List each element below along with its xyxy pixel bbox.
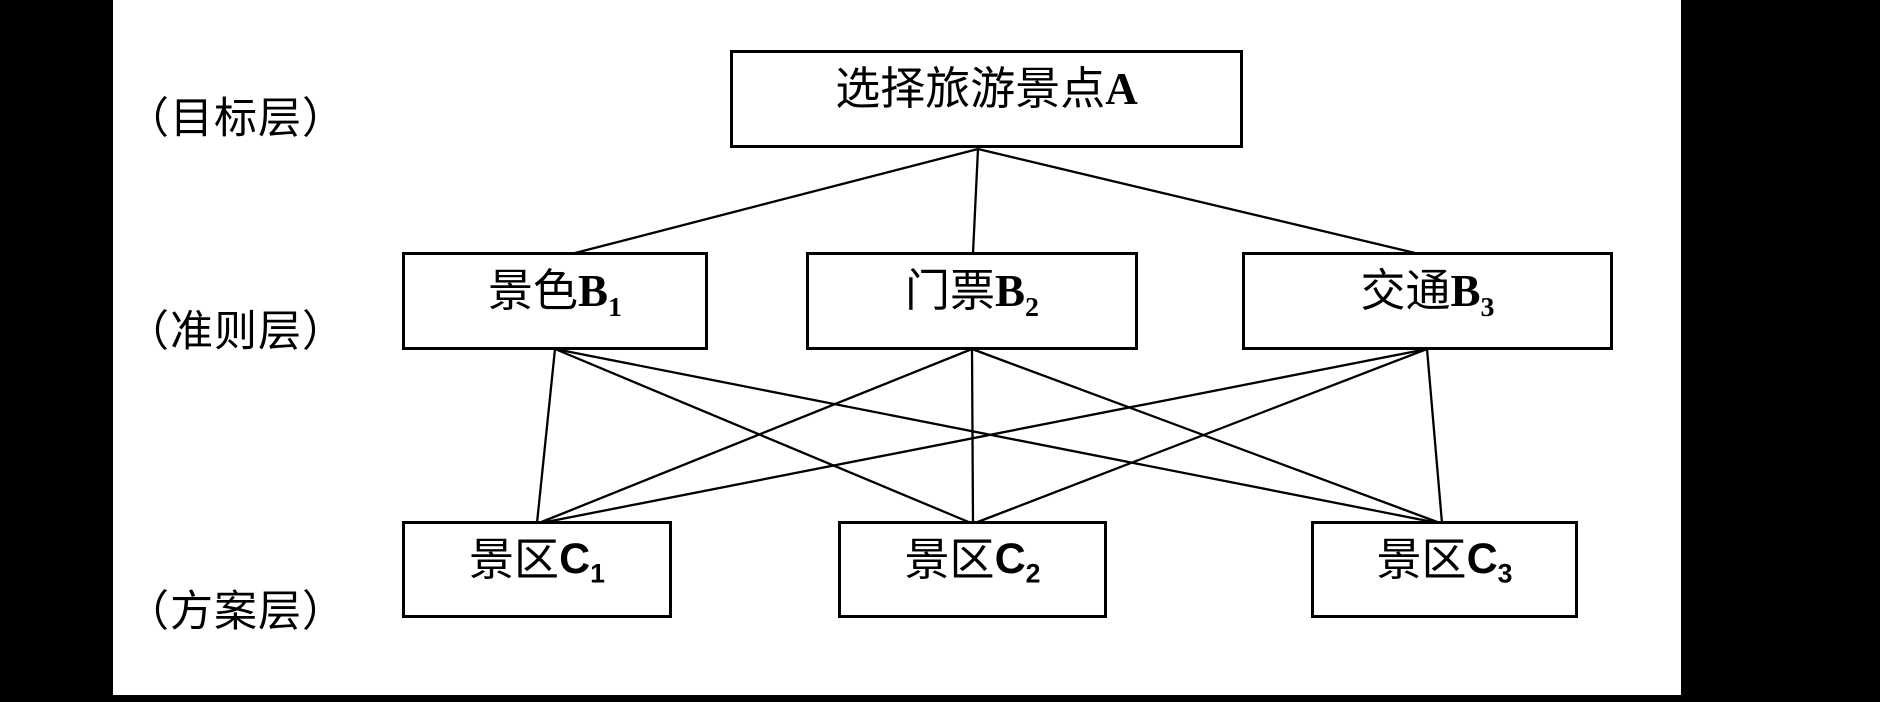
node-plan-c3-text: 景区 [1376,535,1467,585]
node-plan-c2-text: 景区 [904,535,995,585]
node-criteria-b1-symbol: B1 [578,266,622,323]
edge-b2-c3 [971,347,1441,525]
edge-b1-c2 [554,347,972,525]
edge-b2-c1 [538,347,973,525]
node-plan-c1-text: 景区 [469,535,560,585]
layer-label-criteria: （准则层） [126,309,346,356]
edge-b3-c2 [974,347,1428,525]
layer-label-goal: （目标层） [126,96,346,143]
edge-b3-c1 [540,347,1428,525]
layer-label-plan: （方案层） [126,589,346,636]
node-plan-c1-symbol: C1 [559,535,605,589]
node-plan-c2-symbol: C2 [994,535,1041,589]
node-criteria-b1-text: 景色 [488,266,579,316]
node-plan-c3-symbol: C3 [1466,535,1513,589]
node-goal-a-text: 选择旅游景点 [835,64,1106,114]
edge-b3-c3 [1425,348,1444,524]
node-criteria-b2-text: 门票 [905,266,996,316]
node-criteria-b3-text: 交通 [1360,266,1451,316]
node-criteria-b3-symbol: B3 [1450,266,1495,323]
node-goal-a-symbol: A [1105,64,1138,114]
edge-b1-c1 [535,348,557,524]
node-criteria-b2-symbol: B2 [995,266,1039,323]
edge-a-b2 [971,148,980,254]
edge-a-b3 [977,147,1416,255]
edge-b1-c3 [554,347,1439,525]
edge-a-b1 [574,147,979,255]
edge-b2-c2 [970,348,975,524]
